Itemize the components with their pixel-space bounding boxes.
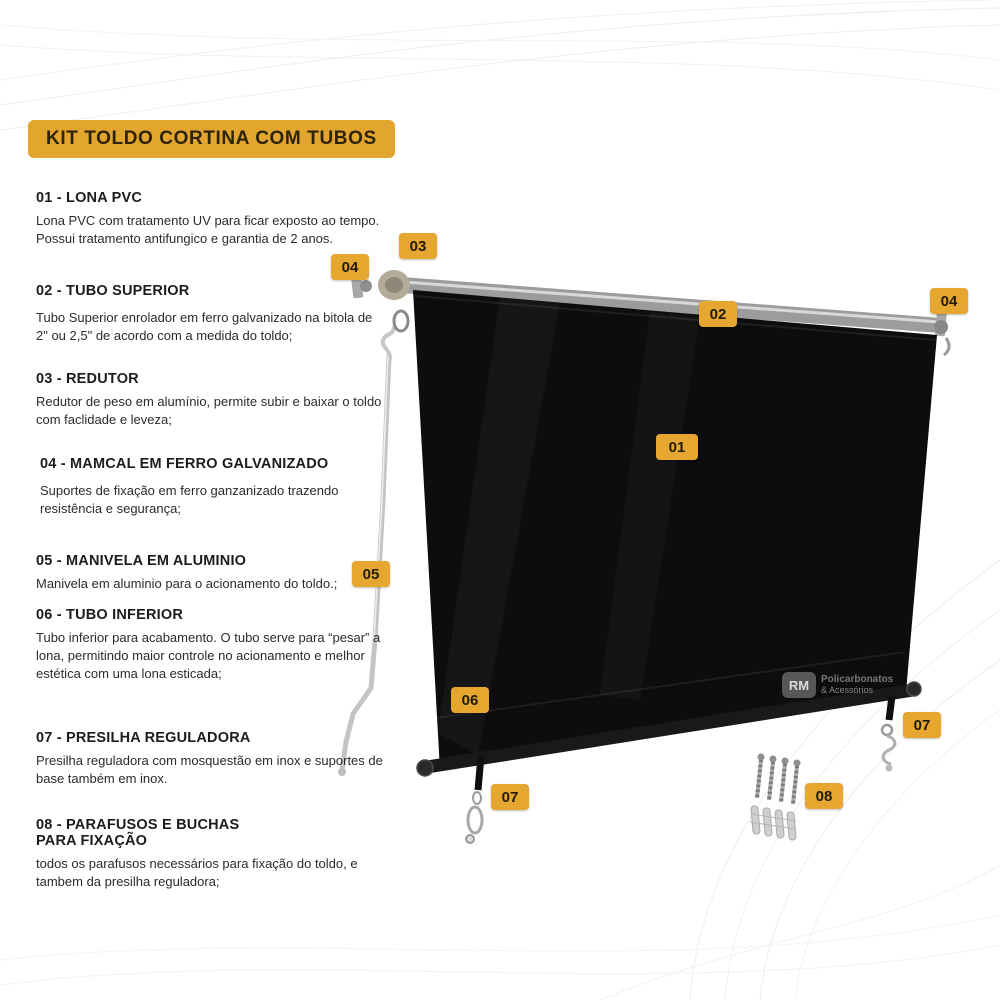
tarp <box>413 290 937 770</box>
part-description-02: 02 - TUBO SUPERIOR Tubo Superior enrolad… <box>36 283 384 345</box>
part-label-01: 01 <box>656 434 698 460</box>
part-label-04-left: 04 <box>331 254 369 280</box>
reducer-ring <box>392 309 410 333</box>
part-description-06: 06 - TUBO INFERIOR Tubo inferior para ac… <box>36 607 384 683</box>
part-heading-02: 02 - TUBO SUPERIOR <box>36 283 190 299</box>
part-heading-04: 04 - MAMCAL EM FERRO GALVANIZADO <box>40 456 329 472</box>
left-hook <box>466 805 484 835</box>
part-description-03: 03 - REDUTOR Redutor de peso em alumínio… <box>36 371 384 429</box>
part-label-08: 08 <box>805 783 843 809</box>
brand-name-line1: Policarbonatos <box>821 674 894 686</box>
wall-anchors <box>749 805 797 841</box>
crank-hook <box>380 326 396 360</box>
part-heading-03: 03 - REDUTOR <box>36 371 139 387</box>
bottom-tube <box>420 683 920 774</box>
part-description-08: 08 - PARAFUSOS E BUCHAS PARA FIXAÇÃO tod… <box>36 817 384 891</box>
part-body-08: todos os parafusos necessários para fixa… <box>36 856 358 889</box>
part-description-04: 04 - MAMCAL EM FERRO GALVANIZADO Suporte… <box>40 456 388 518</box>
part-description-01: 01 - LONA PVC Lona PVC com tratamento UV… <box>36 190 384 248</box>
part-body-07: Presilha reguladora com mosquestão em in… <box>36 753 383 786</box>
crank-handle <box>339 685 374 773</box>
part-body-05: Manivela em aluminio para o acionamento … <box>36 576 338 591</box>
part-heading-01: 01 - LONA PVC <box>36 190 142 206</box>
part-description-07: 07 - PRESILHA REGULADORA Presilha regula… <box>36 730 384 788</box>
part-label-07-left: 07 <box>491 784 529 810</box>
screws <box>755 753 801 805</box>
part-label-03: 03 <box>399 233 437 259</box>
right-hook <box>881 734 897 766</box>
part-heading-06: 06 - TUBO INFERIOR <box>36 607 183 623</box>
right-strap <box>885 695 896 721</box>
part-description-05: 05 - MANIVELA EM ALUMINIO Manivela em al… <box>36 553 384 593</box>
part-body-03: Redutor de peso em alumínio, permite sub… <box>36 394 382 427</box>
part-heading-08: 08 - PARAFUSOS E BUCHAS PARA FIXAÇÃO <box>36 817 240 849</box>
left-strap <box>474 755 485 791</box>
part-label-07-right: 07 <box>903 712 941 738</box>
part-label-06: 06 <box>451 687 489 713</box>
part-body-04: Suportes de fixação em ferro ganzanizado… <box>40 483 339 516</box>
part-body-06: Tubo inferior para acabamento. O tubo se… <box>36 630 381 681</box>
part-heading-07: 07 - PRESILHA REGULADORA <box>36 730 251 746</box>
part-body-01: Lona PVC com tratamento UV para ficar ex… <box>36 213 380 246</box>
part-heading-05: 05 - MANIVELA EM ALUMINIO <box>36 553 247 569</box>
page-title: KIT TOLDO CORTINA COM TUBOS <box>28 120 395 158</box>
part-label-02: 02 <box>699 301 737 327</box>
part-label-05: 05 <box>352 561 390 587</box>
brand-name-line2: & Acessórios <box>821 684 874 695</box>
brand-watermark: RM Policarbonatos & Acessórios <box>782 672 893 698</box>
brand-logo: RM <box>782 672 816 698</box>
part-body-02: Tubo Superior enrolador em ferro galvani… <box>36 310 373 343</box>
part-label-04-right: 04 <box>930 288 968 314</box>
